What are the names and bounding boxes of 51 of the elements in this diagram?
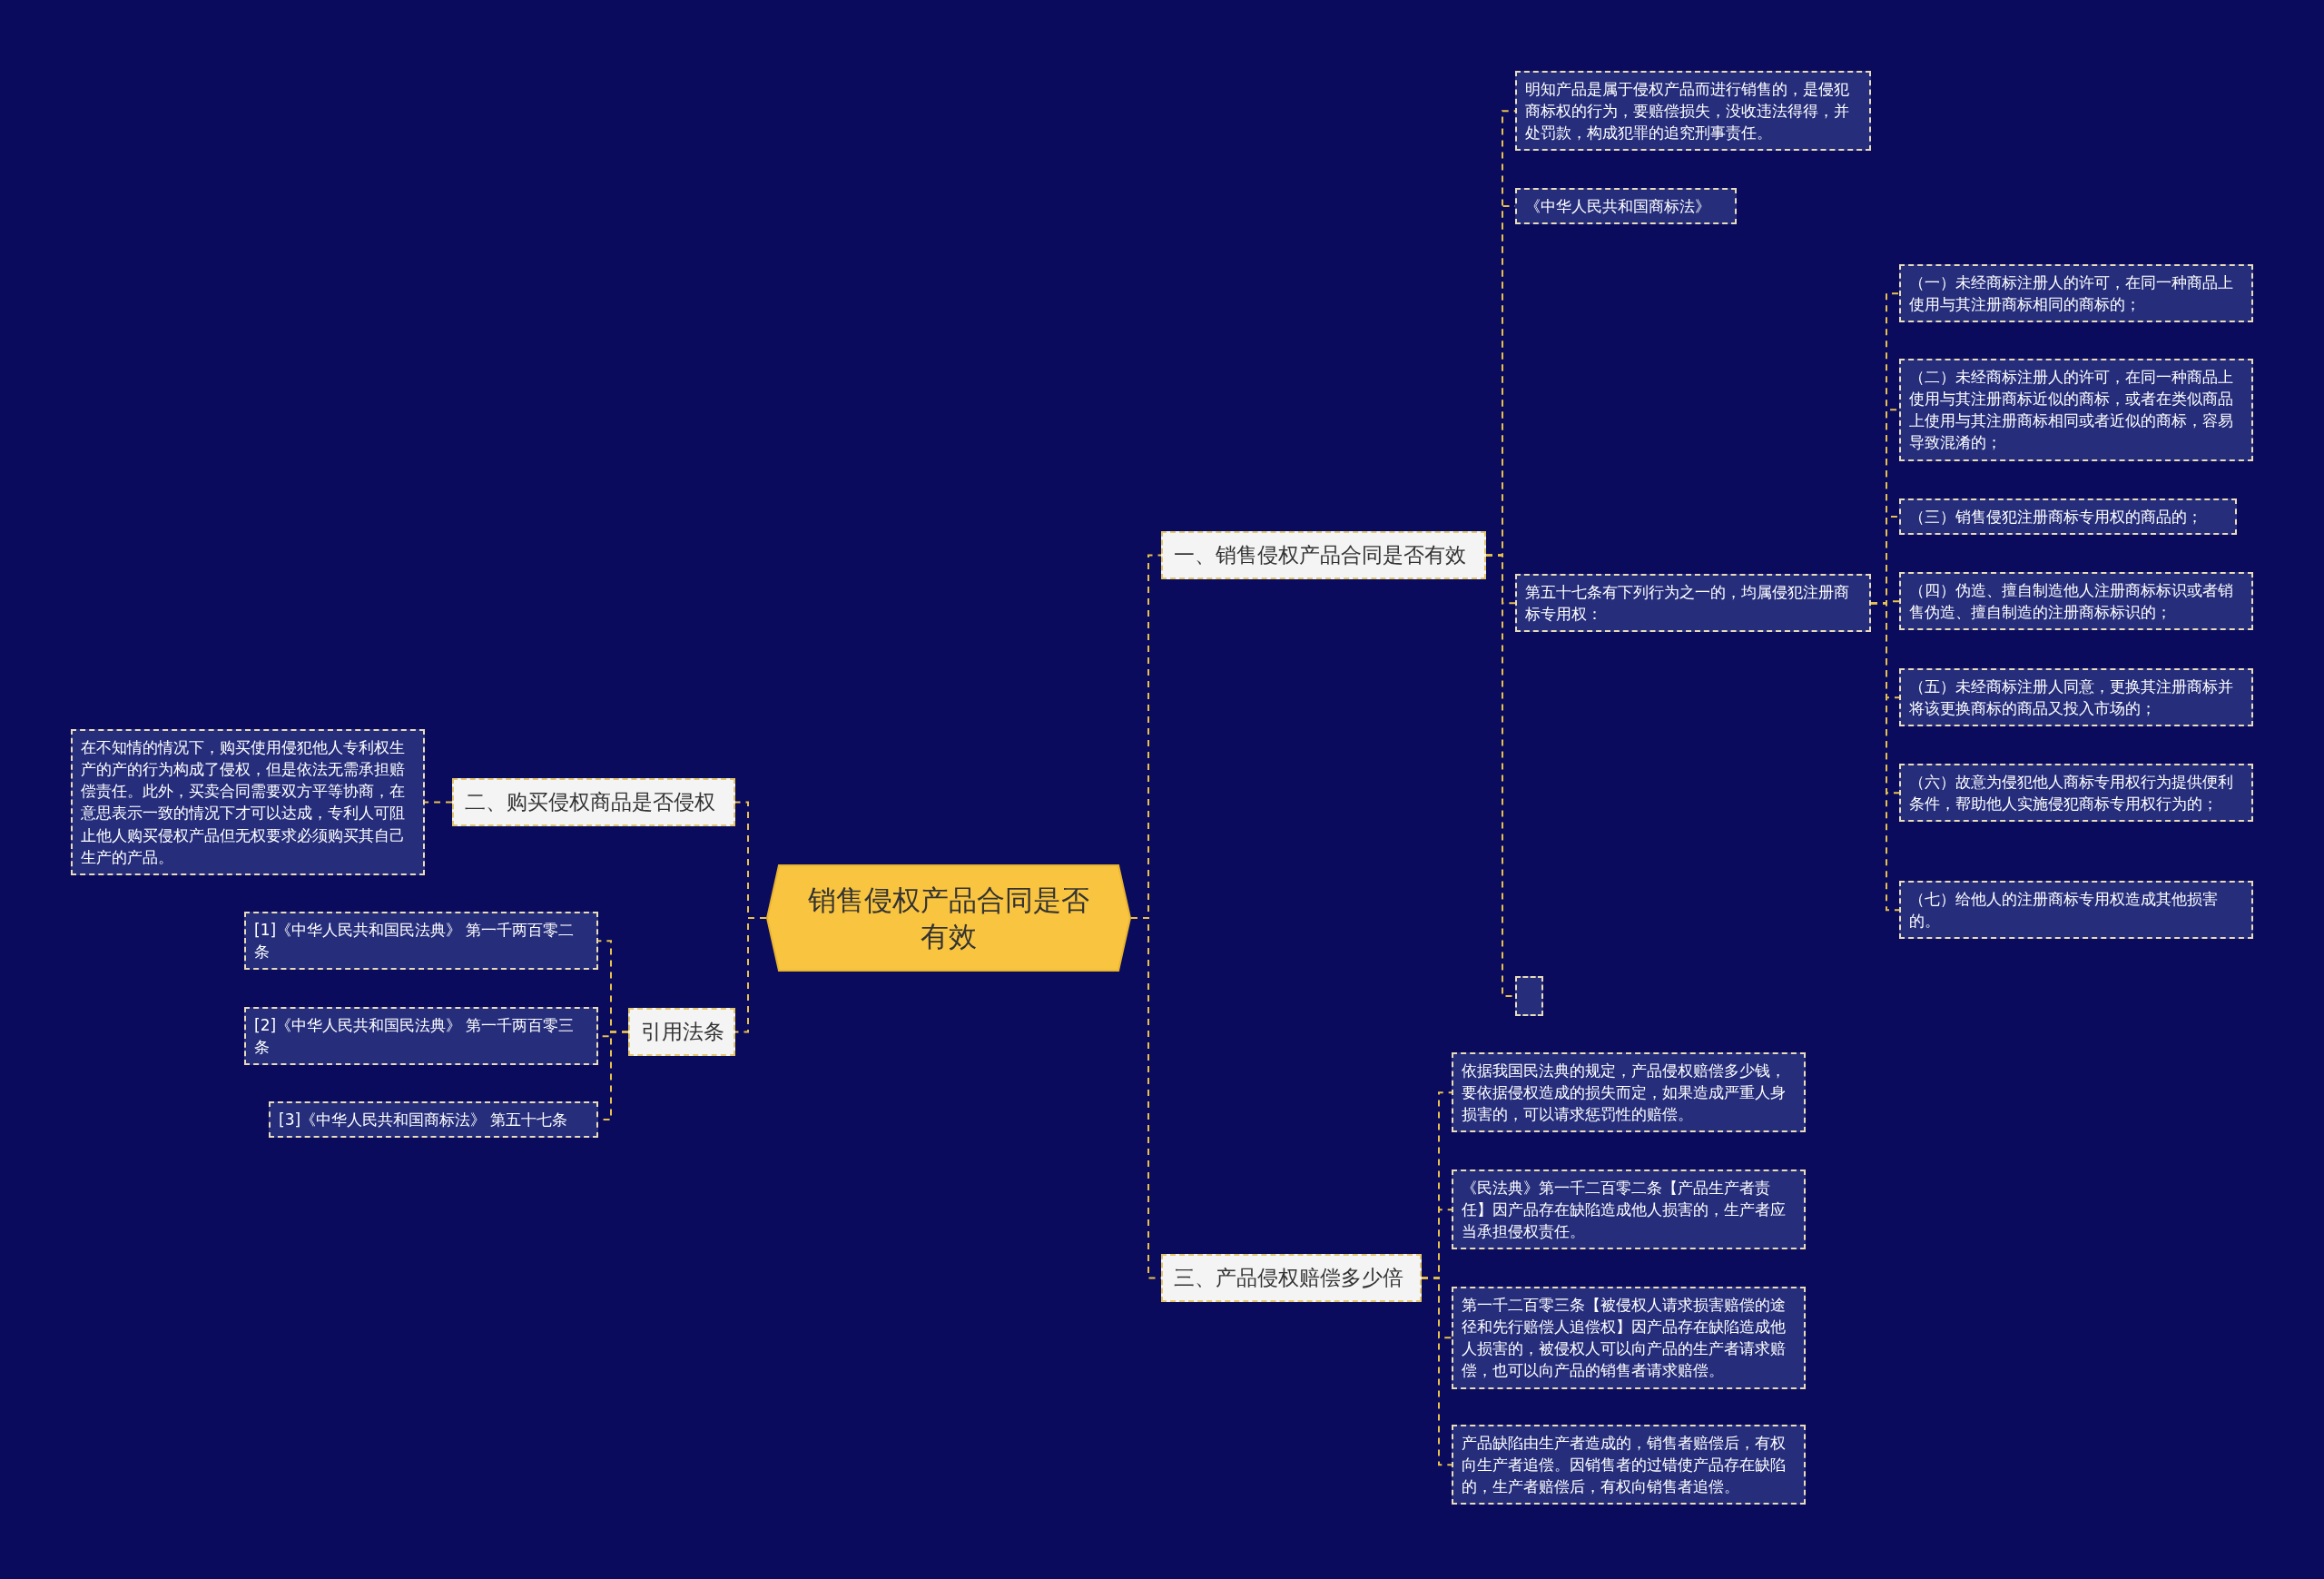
connector-line	[734, 917, 767, 1033]
note-box	[1899, 668, 2253, 727]
note-text: （五）未经商标注册人同意，更换其注册商标并将该更换商标的商品又投入市场的；	[1909, 676, 2234, 720]
note-box	[1899, 764, 2253, 823]
note-box	[1515, 188, 1737, 225]
note-text: [1]《中华人民共和国民法典》 第一千两百零二条	[254, 920, 576, 963]
note-text: （六）故意为侵犯他人商标专用权行为提供便利条件，帮助他人实施侵犯商标专用权行为的；	[1909, 772, 2234, 815]
note-text: 第一千二百零三条【被侵权人请求损害赔偿的途径和先行赔偿人追偿权】因产品存在缺陷造成他人损害的，被侵权人可以向产品的生产者请求赔偿，也可以向产品的销售者请求赔偿。	[1462, 1295, 1787, 1382]
branch-topic-text: 二、购买侵权商品是否侵权	[465, 789, 716, 815]
branch-topic-box	[452, 778, 735, 826]
note-box	[1899, 264, 2253, 323]
note-box	[1899, 359, 2253, 461]
branch-topic-text: 引用法条	[641, 1019, 723, 1045]
note-text: 产品缺陷由生产者造成的，销售者赔偿后，有权向生产者追偿。因销售者的过错使产品存在缺陷的，生产者赔偿后，有权向销售者追偿。	[1462, 1433, 1787, 1498]
note-box	[244, 1007, 598, 1066]
note-text: 依据我国民法典的规定，产品侵权赔偿多少钱，要依据侵权造成的损失而定，如果造成严重人身损害的，可以请求惩罚性的赔偿。	[1462, 1061, 1787, 1126]
note-text: [2]《中华人民共和国民法典》 第一千两百零三条	[254, 1015, 576, 1059]
note-text: （三）销售侵犯注册商标专用权的商品的；	[1909, 507, 2203, 528]
note-box	[1899, 881, 2253, 940]
branch-topic-box	[1161, 1254, 1422, 1302]
note-box	[71, 729, 425, 875]
note-text: 明知产品是属于侵权产品而进行销售的，是侵犯商标权的行为，要赔偿损失，没收违法得得，并处罚款，构成犯罪的追究刑事责任。	[1525, 79, 1850, 144]
note-text: 第五十七条有下列行为之一的，均属侵犯注册商标专用权：	[1525, 582, 1850, 626]
note-box	[1452, 1425, 1806, 1505]
branch-topic-text: 一、销售侵权产品合同是否有效	[1174, 542, 1467, 568]
empty-box	[1515, 976, 1543, 1016]
note-text: 《中华人民共和国商标法》	[1525, 196, 1711, 217]
branch-topic-box	[1161, 531, 1486, 579]
note-text: （四）伪造、擅自制造他人注册商标标识或者销售伪造、擅自制造的注册商标标识的；	[1909, 580, 2234, 624]
note-box	[1452, 1287, 1806, 1389]
connector-line	[1870, 602, 1900, 912]
note-box	[1899, 498, 2237, 536]
central-topic-hexagon	[766, 864, 1131, 972]
note-text: （七）给他人的注册商标专用权造成其他损害的。	[1909, 889, 2219, 933]
note-text: [3]《中华人民共和国商标法》 第五十七条	[279, 1110, 569, 1130]
connector-line	[424, 801, 453, 804]
branch-topic-box	[628, 1008, 735, 1056]
note-box	[1452, 1052, 1806, 1133]
note-box	[1899, 572, 2253, 631]
note-text: （二）未经商标注册人的许可，在同一种商品上使用与其注册商标近似的商标，或者在类似商品上使用与其注册商标相同或者近似的商标，容易导致混淆的；	[1909, 367, 2234, 454]
note-box	[1515, 71, 1871, 152]
branch-topic-text: 三、产品侵权赔偿多少倍	[1174, 1265, 1404, 1291]
note-box	[1452, 1169, 1806, 1250]
central-topic-text: 销售侵权产品合同是否有效	[807, 882, 1090, 954]
note-text: 《民法典》第一千二百零二条【产品生产者责任】因产品存在缺陷造成他人损害的，生产者应当承担侵权责任。	[1462, 1178, 1787, 1243]
note-text: 在不知情的情况下，购买使用侵犯他人专利权生产的产的行为构成了侵权，但是依法无需承担赔偿责任。此外，买卖合同需要双方平等协商，在意思表示一致的情况下才可以达成，专利人可阻止他人购买侵权产品但无权要求必须购买其自己生产的产品。	[81, 737, 406, 868]
connector-line	[1421, 1277, 1452, 1466]
note-box	[244, 912, 598, 971]
note-box	[1515, 574, 1871, 633]
note-box	[269, 1101, 598, 1139]
note-text: （一）未经商标注册人的许可，在同一种商品上使用与其注册商标相同的商标的；	[1909, 272, 2234, 316]
